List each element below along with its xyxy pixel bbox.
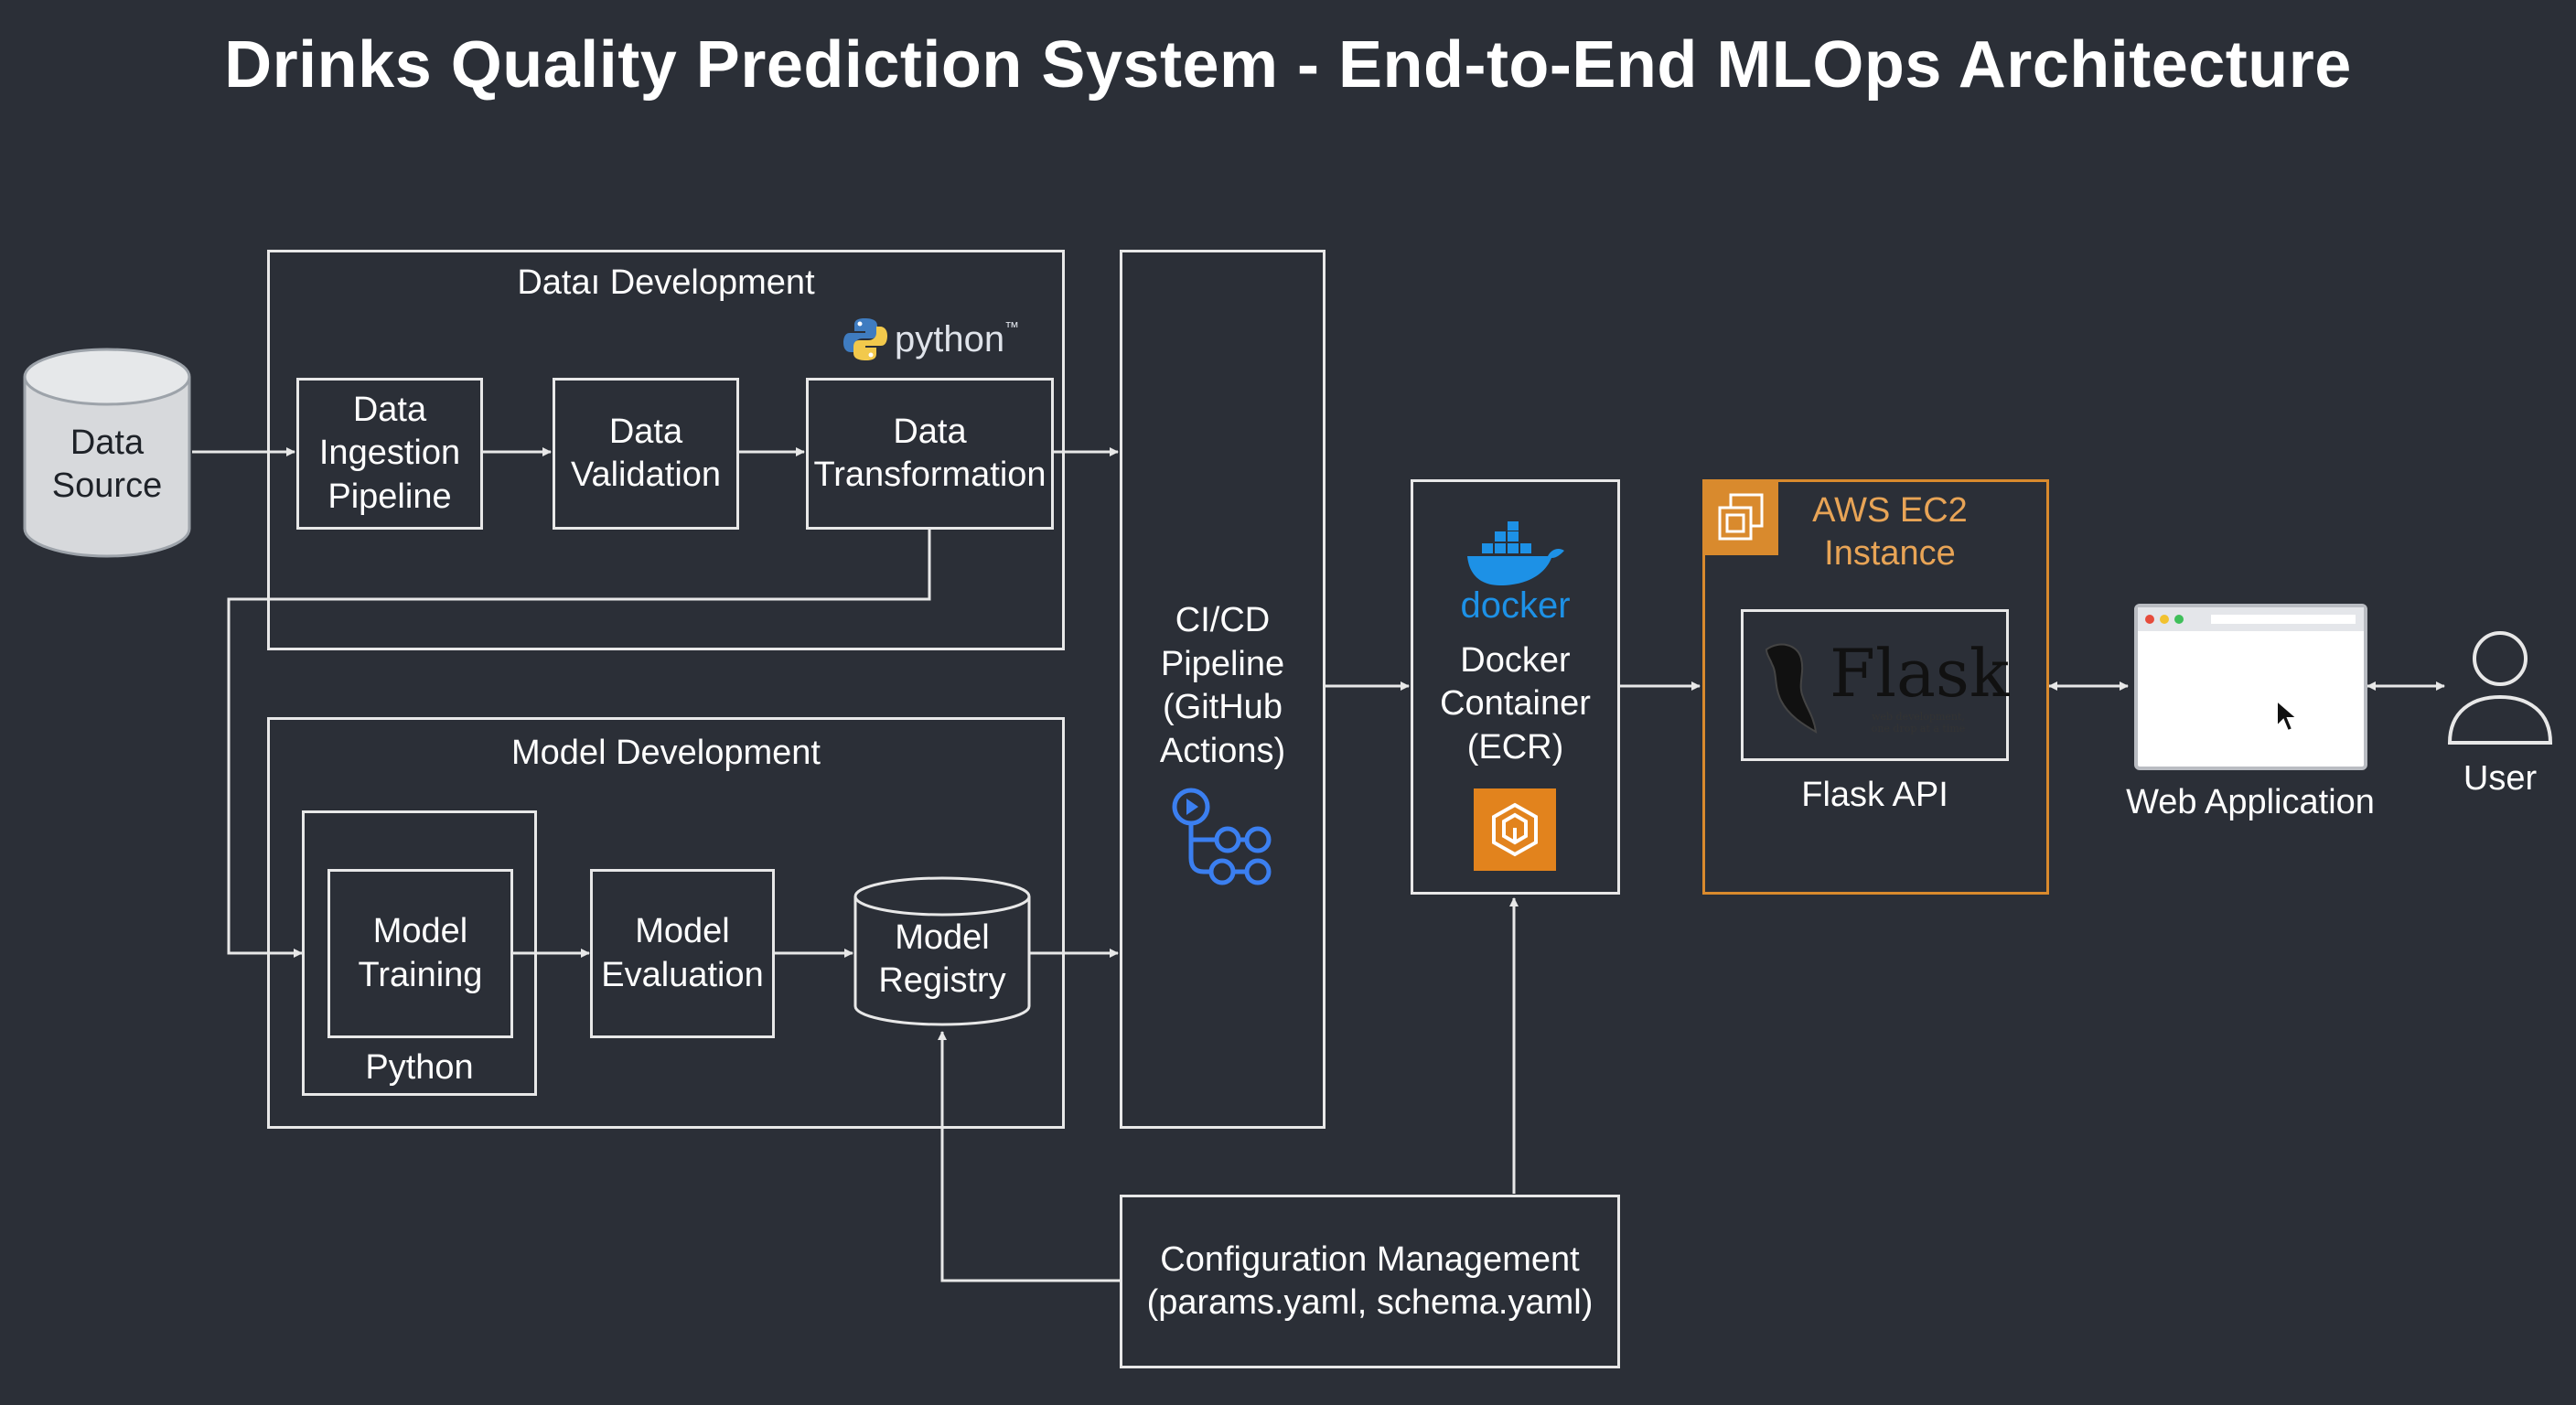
model-training-wrapper: [302, 810, 537, 1096]
registry-cylinder-icon: [853, 876, 1031, 1026]
data-validation-box: Data Validation: [553, 378, 739, 530]
page-title: Drinks Quality Prediction System - End-t…: [224, 28, 2352, 102]
data-transformation-box: Data Transformation: [806, 378, 1054, 530]
flask-horn-icon: [1761, 637, 1818, 737]
configuration-management-box: Configuration Management (params.yaml, s…: [1120, 1195, 1620, 1368]
docker-whale-icon: [1464, 521, 1566, 587]
user-icon: [2446, 626, 2554, 746]
model-development-group: [267, 717, 1065, 1129]
flask-logo-box: [1741, 609, 2009, 761]
browser-dot-green: [2174, 615, 2184, 624]
model-development-title: Model Development: [511, 734, 821, 772]
model-registry-label: Model Registry: [878, 917, 1006, 1001]
user-label: User: [2463, 759, 2538, 798]
flask-logo-text: Flask: [1830, 635, 2010, 712]
database-cylinder-icon: [23, 348, 191, 558]
data-development-group: [267, 250, 1065, 650]
cicd-pipeline-box: [1120, 250, 1326, 1129]
browser-address-bar: [2211, 615, 2356, 624]
docker-logo-text: docker: [1460, 585, 1571, 626]
github-actions-icon: [1167, 785, 1277, 893]
model-evaluation-box: Model Evaluation: [590, 869, 775, 1038]
web-application-label: Web Application: [2126, 783, 2375, 821]
model-registry: Model Registry: [853, 876, 1032, 1028]
python-logo: python ™: [842, 313, 1025, 366]
ec2-chip-icon: [1703, 480, 1778, 555]
cicd-pipeline-label: CI/CD Pipeline (GitHub Actions): [1159, 601, 1286, 770]
python-logo-text: python: [895, 318, 1005, 359]
model-training-caption: Python: [365, 1048, 474, 1088]
data-ingestion-box: Data Ingestion Pipeline: [296, 378, 483, 530]
ecr-icon: [1474, 788, 1556, 871]
data-source: Data Source: [20, 346, 194, 560]
flask-tagline: web development, one drop at a time: [1871, 710, 1966, 735]
browser-window-icon: [2134, 604, 2367, 770]
browser-dot-red: [2145, 615, 2154, 624]
python-icon: [843, 318, 887, 360]
mouse-cursor-icon: [2276, 699, 2300, 733]
docker-container-box: [1411, 479, 1620, 895]
data-source-label: Data Source: [51, 423, 163, 506]
python-trademark: ™: [1004, 320, 1020, 336]
model-training-box: Model Training: [327, 869, 513, 1038]
flask-api-caption: Flask API: [1801, 776, 1948, 814]
browser-dot-yellow: [2160, 615, 2169, 624]
data-development-title: Dataı Development: [517, 263, 815, 302]
aws-ec2-label: AWS EC2 Instance: [1812, 490, 1968, 574]
aws-ec2-box: [1702, 479, 2049, 895]
docker-container-label: Docker Container (ECR): [1440, 640, 1591, 767]
